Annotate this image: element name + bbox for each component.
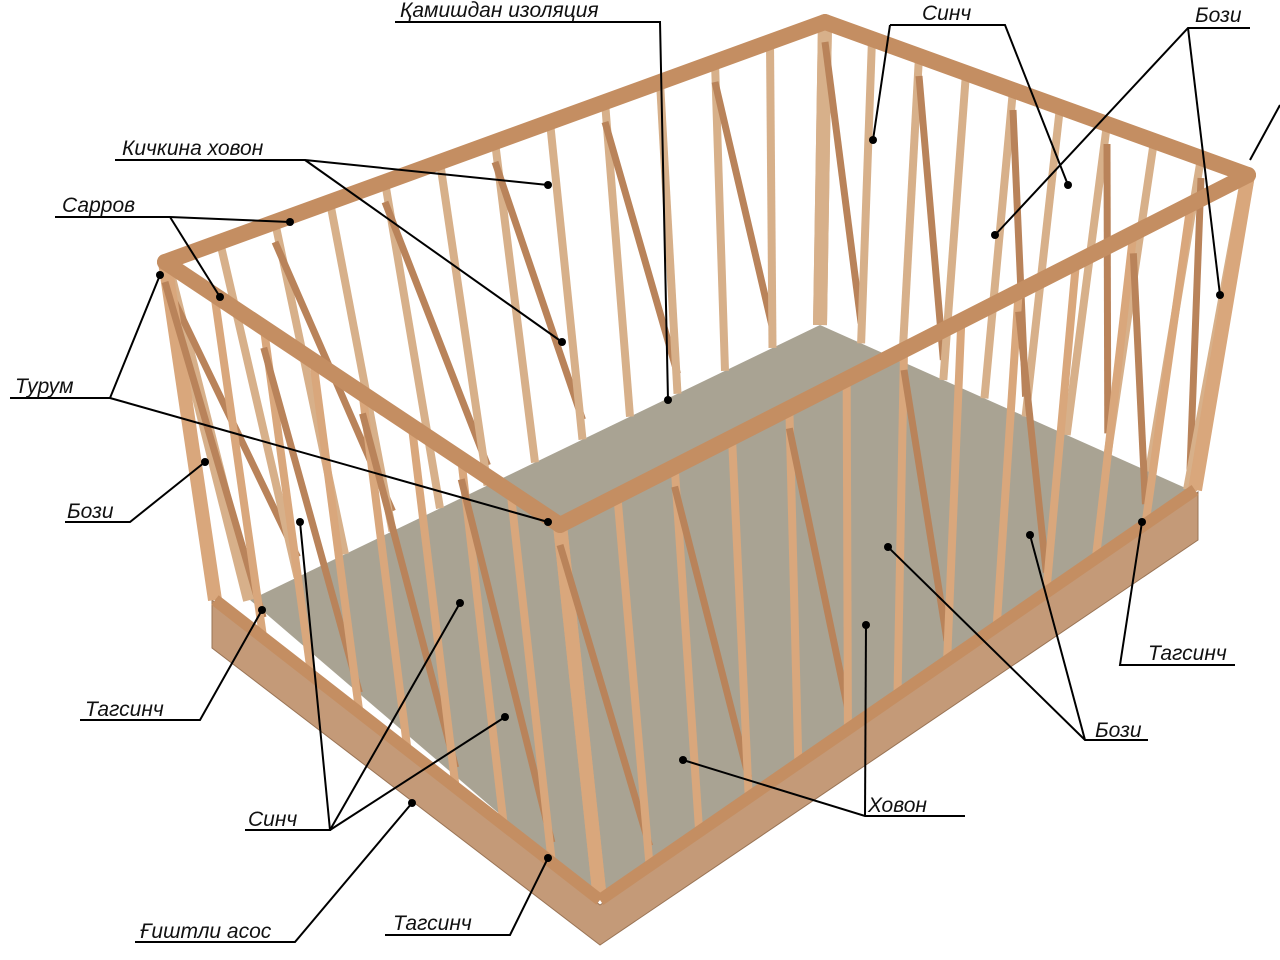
stud-front-right (785, 408, 803, 764)
brace-back-left (601, 121, 681, 375)
label-brick-base: Ғиштли асос (140, 920, 272, 943)
brace-front-right (556, 544, 653, 847)
bottom-plate-front-left (211, 595, 604, 905)
brick-base (211, 491, 1199, 946)
brace-front-left (161, 281, 267, 619)
stud-front-right (842, 379, 852, 730)
stud-back-right (857, 38, 876, 344)
brace-back-right (821, 41, 865, 324)
stud-back-left (436, 161, 492, 486)
stud-back-left (766, 41, 777, 348)
label-sarrov: Сарров (62, 194, 135, 217)
brace-back-left (491, 160, 586, 421)
stud-front-right (1042, 262, 1080, 593)
top-plate-back-right (817, 14, 1256, 183)
stud-front-right (992, 291, 1023, 627)
top-plate-front-right (552, 167, 1256, 533)
stud-front-right (670, 466, 704, 832)
stud-back-right (980, 89, 1017, 399)
leader-dots (156, 136, 1224, 862)
brace-back-left (711, 81, 776, 329)
brace-back-right (1103, 143, 1112, 434)
label-tagsinch-right: Тагсинч (1148, 642, 1227, 665)
stud-front-right (1188, 173, 1255, 492)
stud-front-right (1091, 232, 1138, 559)
brace-front-right (1015, 311, 1050, 573)
stud-back-left (546, 121, 587, 440)
brace-back-right (1186, 177, 1205, 471)
studs-group (158, 21, 1255, 901)
label-bozi-top: Бози (1195, 4, 1242, 27)
bottom-plate-front-right (596, 485, 1199, 905)
label-hovon: Ховон (867, 794, 927, 817)
stud-front-right (893, 349, 908, 696)
bottom-plates (211, 485, 1199, 905)
stud-front-right (553, 524, 607, 901)
stud-front-left (309, 360, 364, 714)
label-turum: Турум (15, 375, 74, 398)
brace-front-right (900, 369, 951, 642)
label-bozi-left: Бози (67, 500, 114, 523)
stud-back-right (898, 55, 923, 362)
brace-back-right (915, 75, 947, 361)
brace-back-left (381, 200, 491, 467)
stud-back-left (491, 141, 539, 463)
stud-front-right (1141, 203, 1195, 525)
stud-back-right (1021, 106, 1064, 418)
label-reed-insulation: Қамишдан изоляция (400, 0, 599, 22)
stud-front-right (728, 437, 753, 798)
top-plate-front-left (157, 254, 568, 533)
stud-front-left (506, 491, 556, 863)
brace-front-right (671, 485, 753, 779)
label-sinch-bottom: Синч (248, 808, 297, 831)
stud-front-right (613, 495, 654, 867)
brace-front-right (1129, 253, 1149, 505)
stud-front-left (210, 294, 268, 639)
stud-front-right (943, 320, 966, 662)
stud-back-right (813, 21, 832, 326)
label-small-hovon: Кичкина ховон (122, 137, 264, 160)
brace-front-right (785, 427, 852, 710)
stud-back-right (1062, 123, 1111, 436)
label-bozi-right: Бози (1095, 719, 1142, 742)
brace-front-left (359, 412, 460, 769)
stud-back-left (711, 61, 729, 371)
brace-front-left (260, 346, 363, 694)
leader-lines (10, 21, 1280, 943)
label-sinch-top: Синч (922, 2, 971, 25)
label-tagsinch-bottom: Тагсинч (393, 912, 472, 935)
brace-front-left (457, 478, 556, 844)
stud-back-left (381, 181, 444, 509)
label-tagsinch-left: Тагсинч (85, 698, 164, 721)
stud-back-left (601, 101, 634, 417)
